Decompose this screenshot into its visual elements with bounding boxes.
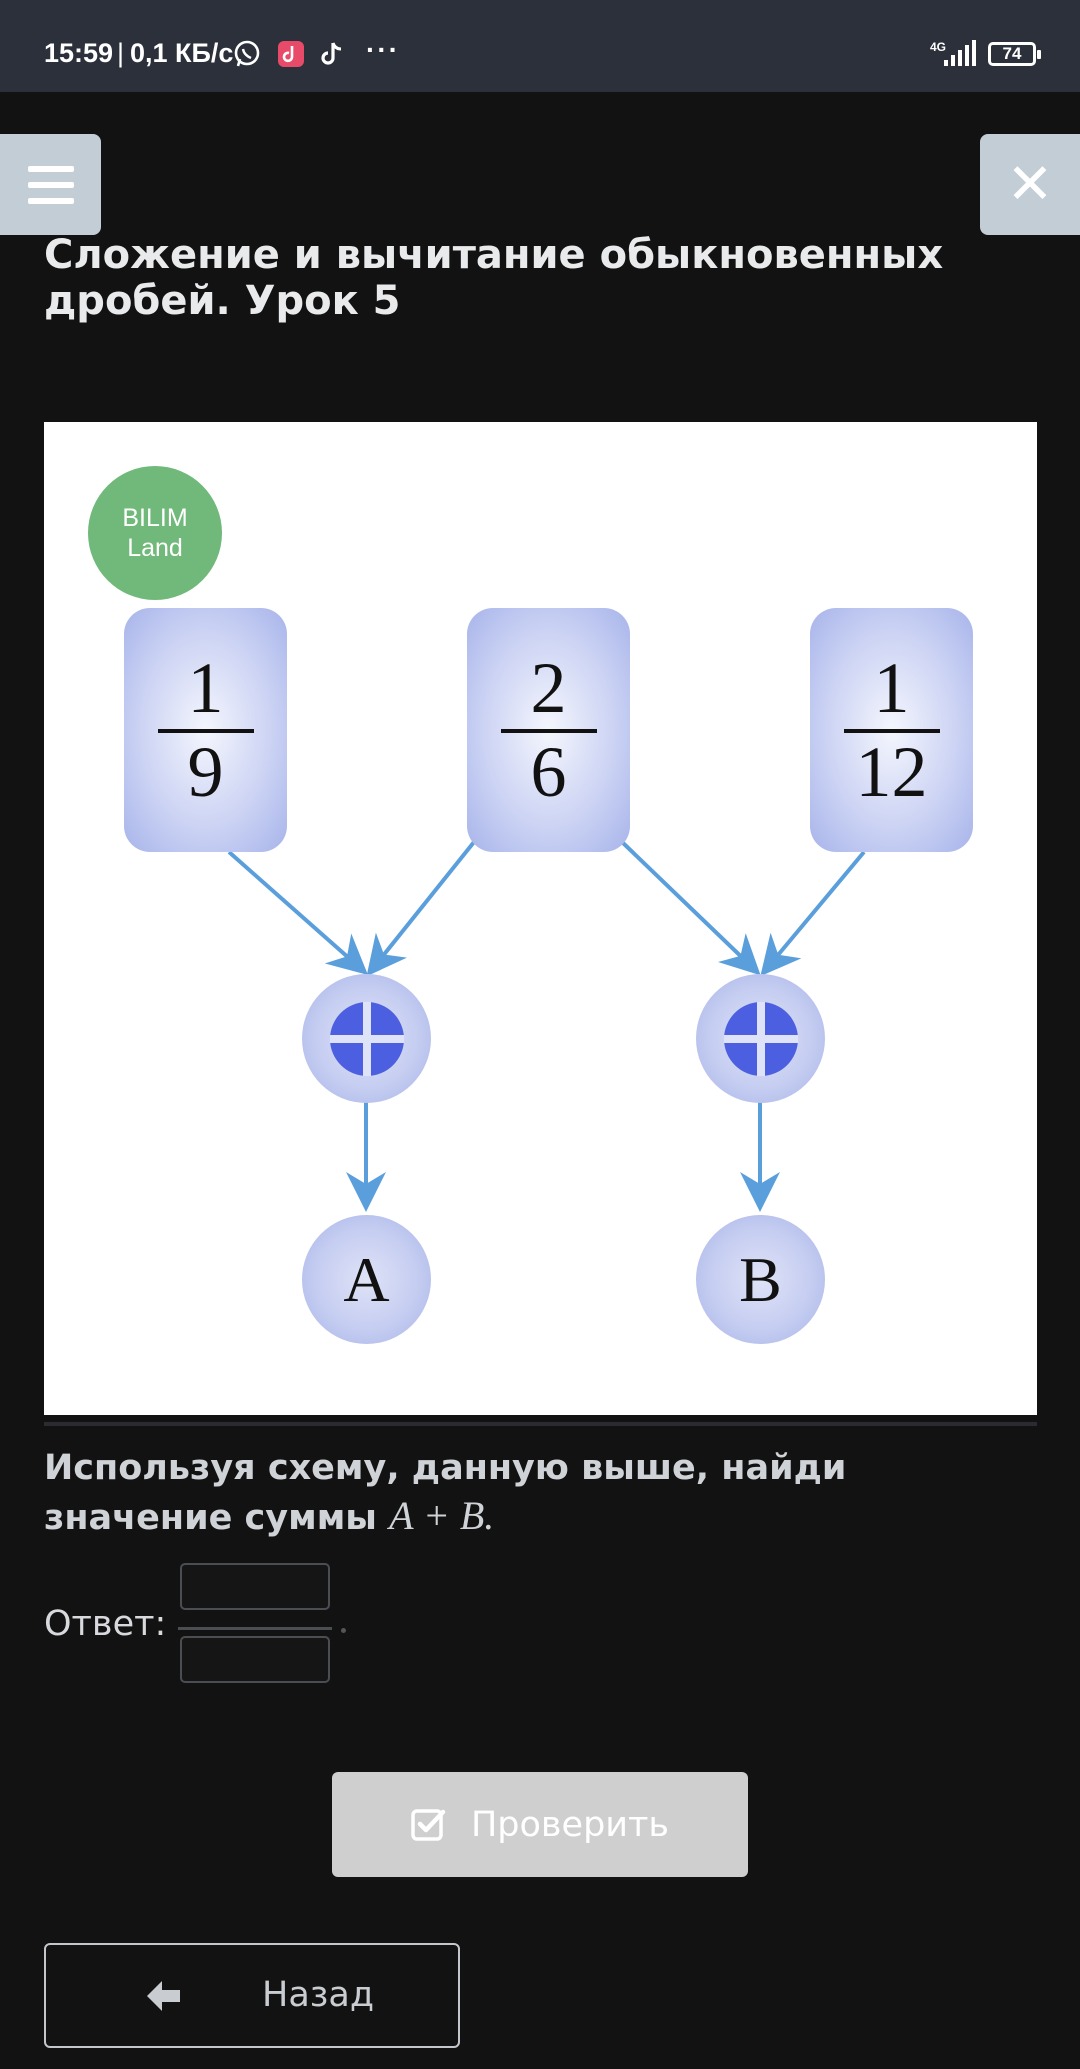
question-text: Используя схему, данную выше, найди знач…	[44, 1444, 1034, 1542]
result-node-a: A	[302, 1215, 431, 1344]
arrow-2-to-plus-a	[366, 840, 476, 977]
fraction-denominator: 9	[187, 732, 224, 812]
page-title: Сложение и вычитание обыкновенных дробей…	[44, 232, 944, 324]
checkbox-check-icon	[411, 1808, 446, 1841]
answer-period	[341, 1628, 346, 1633]
result-node-b: B	[696, 1215, 825, 1344]
arrow-3-to-plus-b	[760, 850, 866, 977]
answer-label: Ответ:	[44, 1604, 167, 1644]
whatsapp-icon	[234, 40, 260, 67]
fraction-card: 2 6	[467, 608, 630, 852]
status-bar: 15:59 | 0,1 КБ/с ··· 4G 74	[0, 0, 1080, 92]
divider	[44, 1422, 1037, 1426]
fraction-denominator: 6	[530, 732, 567, 812]
status-time: 15:59	[44, 38, 114, 68]
app-notification-icon	[278, 41, 304, 67]
arrow-1-to-plus-a	[227, 850, 368, 975]
check-button-label: Проверить	[470, 1804, 670, 1845]
fraction-numerator: 1	[873, 648, 910, 728]
arrow-left-icon	[147, 1981, 180, 2011]
status-network-speed: 0,1 КБ/с	[130, 38, 234, 68]
question-body: Используя схему, данную выше, найди знач…	[44, 1448, 847, 1538]
fraction-card: 1 9	[124, 608, 287, 852]
fraction-card: 1 12	[810, 608, 973, 852]
back-button[interactable]: Назад	[44, 1943, 460, 2048]
network-type: 4G	[930, 40, 947, 54]
numerator-input[interactable]	[180, 1563, 330, 1610]
plus-node-a	[302, 974, 431, 1103]
tiktok-icon	[321, 42, 342, 65]
plus-icon	[723, 1001, 798, 1076]
denominator-input[interactable]	[180, 1636, 330, 1683]
close-button[interactable]: ✕	[980, 134, 1080, 235]
fraction-numerator: 2	[530, 648, 567, 728]
signal-icon	[944, 40, 976, 66]
fraction-numerator: 1	[187, 648, 224, 728]
fraction-diagram: BILIM Land 1 9 2 6 1 12 A B	[44, 422, 1037, 1415]
back-button-label: Назад	[262, 1975, 375, 2015]
diagram-arrows	[227, 840, 866, 1212]
fraction-denominator: 12	[855, 732, 928, 812]
battery-icon: 74	[988, 42, 1041, 66]
hamburger-icon	[27, 165, 74, 172]
close-icon: ✕	[1006, 152, 1054, 217]
bilimland-logo: BILIM Land	[88, 466, 222, 600]
fraction-bar	[178, 1627, 332, 1630]
question-math: A + B.	[389, 1493, 495, 1538]
check-button[interactable]: Проверить	[332, 1772, 748, 1877]
menu-button[interactable]	[0, 134, 101, 235]
status-separator: |	[117, 38, 125, 68]
arrow-2-to-plus-b	[620, 840, 761, 976]
plus-icon	[329, 1001, 404, 1076]
more-notifications-icon: ···	[366, 34, 400, 65]
plus-node-b	[696, 974, 825, 1103]
